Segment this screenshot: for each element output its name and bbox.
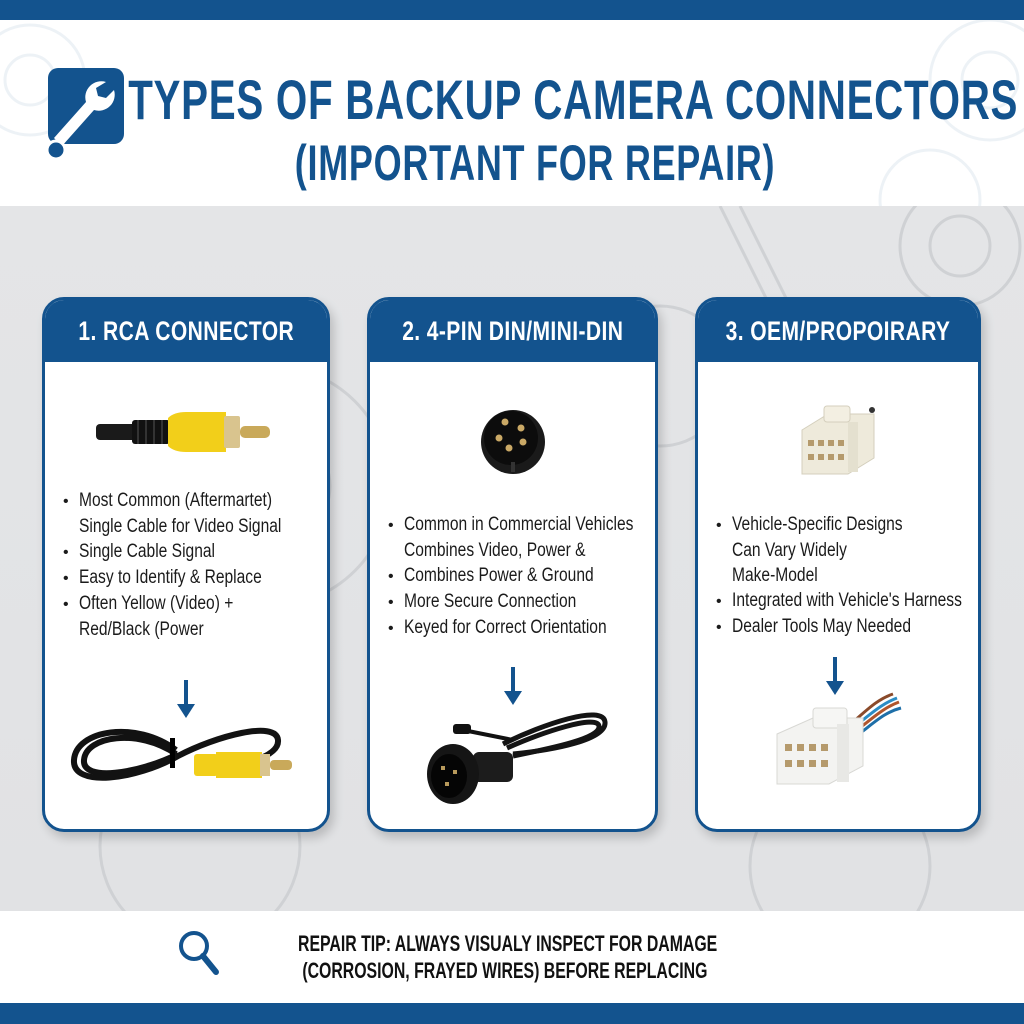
card-header: 1. RCA CONNECTOR [45,300,327,362]
list-item: Single Cable Signal [63,539,321,565]
list-item: Single Cable for Video Signal [79,516,282,537]
card-rca-connector: 1. RCA CONNECTOR Most Common (Aftermarte… [42,297,330,832]
title-line-1: TYPES OF BACKUP CAMERA CONNECTORS [128,68,1019,131]
list-item: Can Vary Widely [732,540,847,561]
list-item: More Secure Connection [388,589,649,615]
list-item: Common in Commercial Vehicles [388,512,649,538]
page-title: TYPES OF BACKUP CAMERA CONNECTORS (IMPOR… [128,72,1017,191]
oem-harness-plug-image [698,684,978,794]
gear-background-icon [0,20,1024,206]
feature-list: Common in Commercial Vehicles Combines V… [388,512,649,641]
card-title: 3. OEM/PROPOIRARY [725,315,951,346]
arrow-down-icon [45,680,327,720]
list-item: Keyed for Correct Orientation [388,615,649,641]
list-item: Easy to Identify & Replace [63,565,321,591]
bottom-accent-bar [0,1003,1024,1024]
wrench-icon [45,68,124,161]
list-item: Combines Video, Power & [404,540,586,561]
tip-line-2: (CORROSION, FRAYED WIRES) BEFORE REPLACI… [302,958,708,983]
din-connector-image [370,404,655,476]
list-item: Most Common (Aftermartet) [63,488,321,514]
arrow-down-icon [370,667,655,707]
card-title: 2. 4-PIN DIN/MINI-DIN [401,315,624,346]
top-accent-bar [0,0,1024,20]
list-item: Dealer Tools May Needed [716,614,972,640]
din-cable-coil-image [370,704,655,804]
list-item: Integrated with Vehicle's Harness [716,588,972,614]
repair-tip-text: REPAIR TIP: ALWAYS VISUALY INSPECT FOR D… [298,930,717,984]
arrow-down-icon [698,657,978,697]
card-header: 2. 4-PIN DIN/MINI-DIN [370,300,655,362]
title-line-2: (IMPORTANT FOR REPAIR) [294,135,776,191]
feature-list: Vehicle-Specific Designs Can Vary Widely… [716,512,972,640]
card-header: 3. OEM/PROPOIRARY [698,300,978,362]
repair-tip-banner [0,911,1024,1003]
card-oem-connector: 3. OEM/PROPOIRARY Vehicle-Specific Desig… [695,297,981,832]
card-din-connector: 2. 4-PIN DIN/MINI-DIN Common in Commerci… [367,297,658,832]
magnifier-icon [179,931,219,975]
list-item: Often Yellow (Video) + [63,591,321,617]
tip-line-1: REPAIR TIP: ALWAYS VISUALY INSPECT FOR D… [298,931,718,956]
header: TYPES OF BACKUP CAMERA CONNECTORS (IMPOR… [0,20,1024,206]
card-title: 1. RCA CONNECTOR [78,315,294,346]
rca-cable-coil-image [45,710,327,800]
rca-plug-image [45,410,327,454]
list-item: Red/Black (Power [79,619,204,640]
oem-plug-image [698,400,978,480]
feature-list: Most Common (Aftermartet) Single Cable f… [63,488,321,642]
list-item: Combines Power & Ground [388,563,649,589]
list-item: Make-Model [732,565,818,586]
list-item: Vehicle-Specific Designs [716,512,972,538]
